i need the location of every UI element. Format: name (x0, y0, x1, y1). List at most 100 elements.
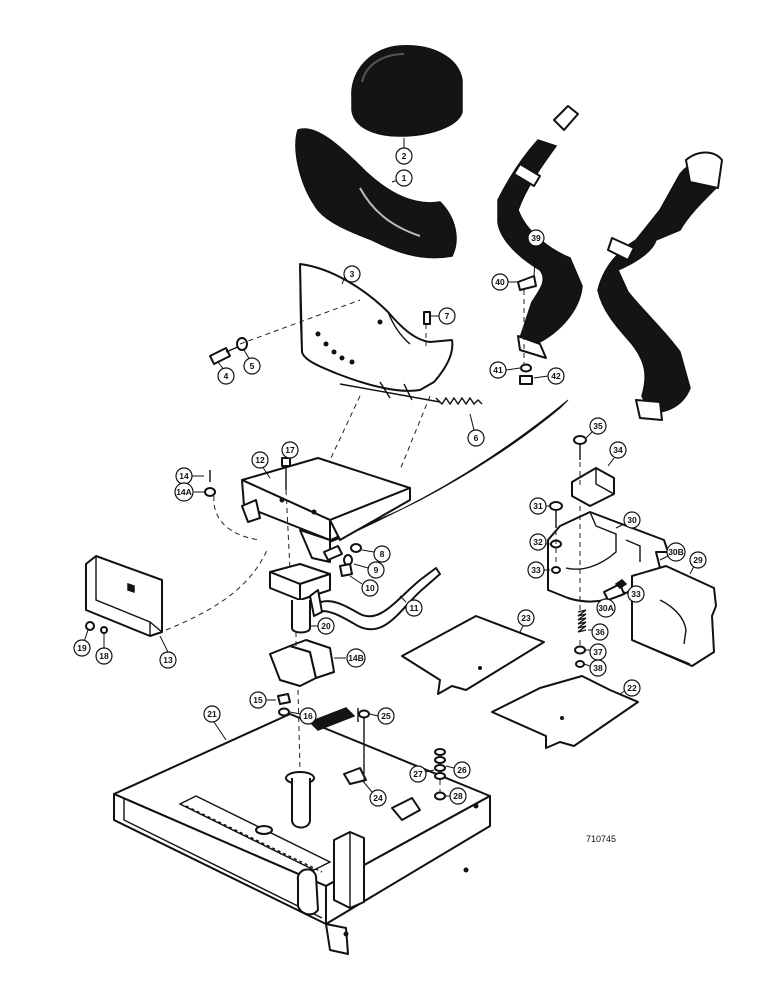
svg-text:1: 1 (402, 173, 407, 183)
svg-text:30B: 30B (668, 547, 684, 557)
svg-text:19: 19 (77, 643, 87, 653)
callout-30b: 30B (659, 542, 686, 562)
stack-26-27-28 (434, 748, 446, 801)
callout-37: 37 (586, 643, 607, 661)
slide-guide (85, 555, 163, 637)
callout-20: 20 (310, 617, 335, 635)
callout-11: 11 (399, 595, 423, 617)
callout-29: 29 (689, 551, 707, 575)
bolt-7 (423, 311, 431, 325)
spring-36 (577, 609, 587, 633)
svg-text:31: 31 (533, 501, 543, 511)
callout-38: 38 (583, 659, 607, 677)
callout-6: 6 (467, 413, 485, 447)
callout-40: 40 (491, 273, 518, 291)
callout-19: 19 (73, 629, 91, 657)
svg-text:7: 7 (445, 311, 450, 321)
callout-41: 41 (489, 361, 521, 379)
bolt-14 (204, 470, 216, 497)
callout-18: 18 (95, 634, 113, 665)
callout-39: 39 (527, 229, 545, 277)
bracket-29 (631, 565, 717, 667)
callout-28: 28 (446, 787, 467, 805)
svg-text:21: 21 (207, 709, 217, 719)
callout-42: 42 (533, 367, 565, 385)
svg-text:17: 17 (285, 445, 295, 455)
svg-text:26: 26 (457, 765, 467, 775)
assembly-lines (165, 290, 581, 792)
svg-text:39: 39 (531, 233, 541, 243)
nut-41-42 (519, 363, 533, 385)
callout-33-left: 33 (527, 561, 550, 579)
svg-text:38: 38 (593, 663, 603, 673)
drawing-number: 710745 (586, 834, 616, 844)
callout-3: 3 (341, 265, 361, 285)
svg-text:4: 4 (224, 371, 229, 381)
callout-1: 1 (391, 169, 413, 187)
svg-text:16: 16 (303, 711, 313, 721)
bolt-31 (549, 501, 563, 528)
callout-9: 9 (353, 561, 385, 579)
seat-pan (299, 263, 454, 403)
angle-34 (571, 467, 615, 507)
svg-text:40: 40 (495, 277, 505, 287)
bolt-4 (209, 345, 241, 365)
callout-31: 31 (529, 497, 550, 515)
svg-text:36: 36 (595, 627, 605, 637)
callout-13: 13 (159, 635, 177, 669)
svg-text:34: 34 (613, 445, 623, 455)
callout-2: 2 (395, 138, 413, 165)
callout-30a: 30A (596, 598, 616, 618)
callout-21: 21 (203, 705, 227, 741)
svg-text:8: 8 (380, 549, 385, 559)
svg-text:6: 6 (474, 433, 479, 443)
svg-text:27: 27 (413, 769, 423, 779)
seat-back (295, 128, 457, 259)
washer-37-38 (574, 645, 586, 668)
svg-text:37: 37 (593, 647, 603, 657)
svg-text:41: 41 (493, 365, 503, 375)
callout-32: 32 (529, 533, 550, 551)
nut-15-16 (277, 693, 291, 717)
floor-plate-23 (401, 615, 545, 695)
svg-text:23: 23 (521, 613, 531, 623)
svg-text:2: 2 (402, 151, 407, 161)
svg-text:25: 25 (381, 711, 391, 721)
callout-16: 16 (289, 707, 317, 725)
svg-text:30A: 30A (598, 603, 614, 613)
svg-text:18: 18 (99, 651, 109, 661)
callout-22: 22 (619, 679, 641, 697)
svg-text:13: 13 (163, 655, 173, 665)
seat-cushion (351, 45, 463, 137)
svg-text:14: 14 (179, 471, 189, 481)
adjust-lever (309, 567, 441, 631)
callout-14: 14 (175, 467, 204, 485)
svg-text:3: 3 (350, 269, 355, 279)
spring (435, 396, 483, 406)
callout-10: 10 (349, 575, 379, 597)
svg-text:32: 32 (533, 537, 543, 547)
svg-text:10: 10 (365, 583, 375, 593)
svg-text:11: 11 (410, 603, 419, 613)
callout-5: 5 (243, 349, 261, 375)
svg-text:20: 20 (321, 621, 331, 631)
callout-17: 17 (281, 441, 299, 459)
svg-text:35: 35 (593, 421, 603, 431)
bolt-39-40 (517, 275, 537, 291)
callout-12: 12 (251, 451, 271, 479)
washer-5 (236, 337, 248, 351)
callout-25: 25 (369, 707, 395, 725)
callout-27: 27 (409, 765, 435, 783)
svg-text:15: 15 (253, 695, 263, 705)
callout-35: 35 (585, 417, 607, 439)
svg-text:33: 33 (531, 565, 541, 575)
callouts: 1 2 3 4 5 6 7 8 (73, 138, 707, 807)
floor-plate-22 (491, 675, 639, 749)
svg-text:30: 30 (627, 515, 637, 525)
callout-8: 8 (361, 545, 391, 563)
callout-15: 15 (249, 691, 276, 709)
bolt-30a (603, 579, 628, 601)
callout-4: 4 (217, 361, 235, 385)
callout-30: 30 (615, 511, 641, 529)
